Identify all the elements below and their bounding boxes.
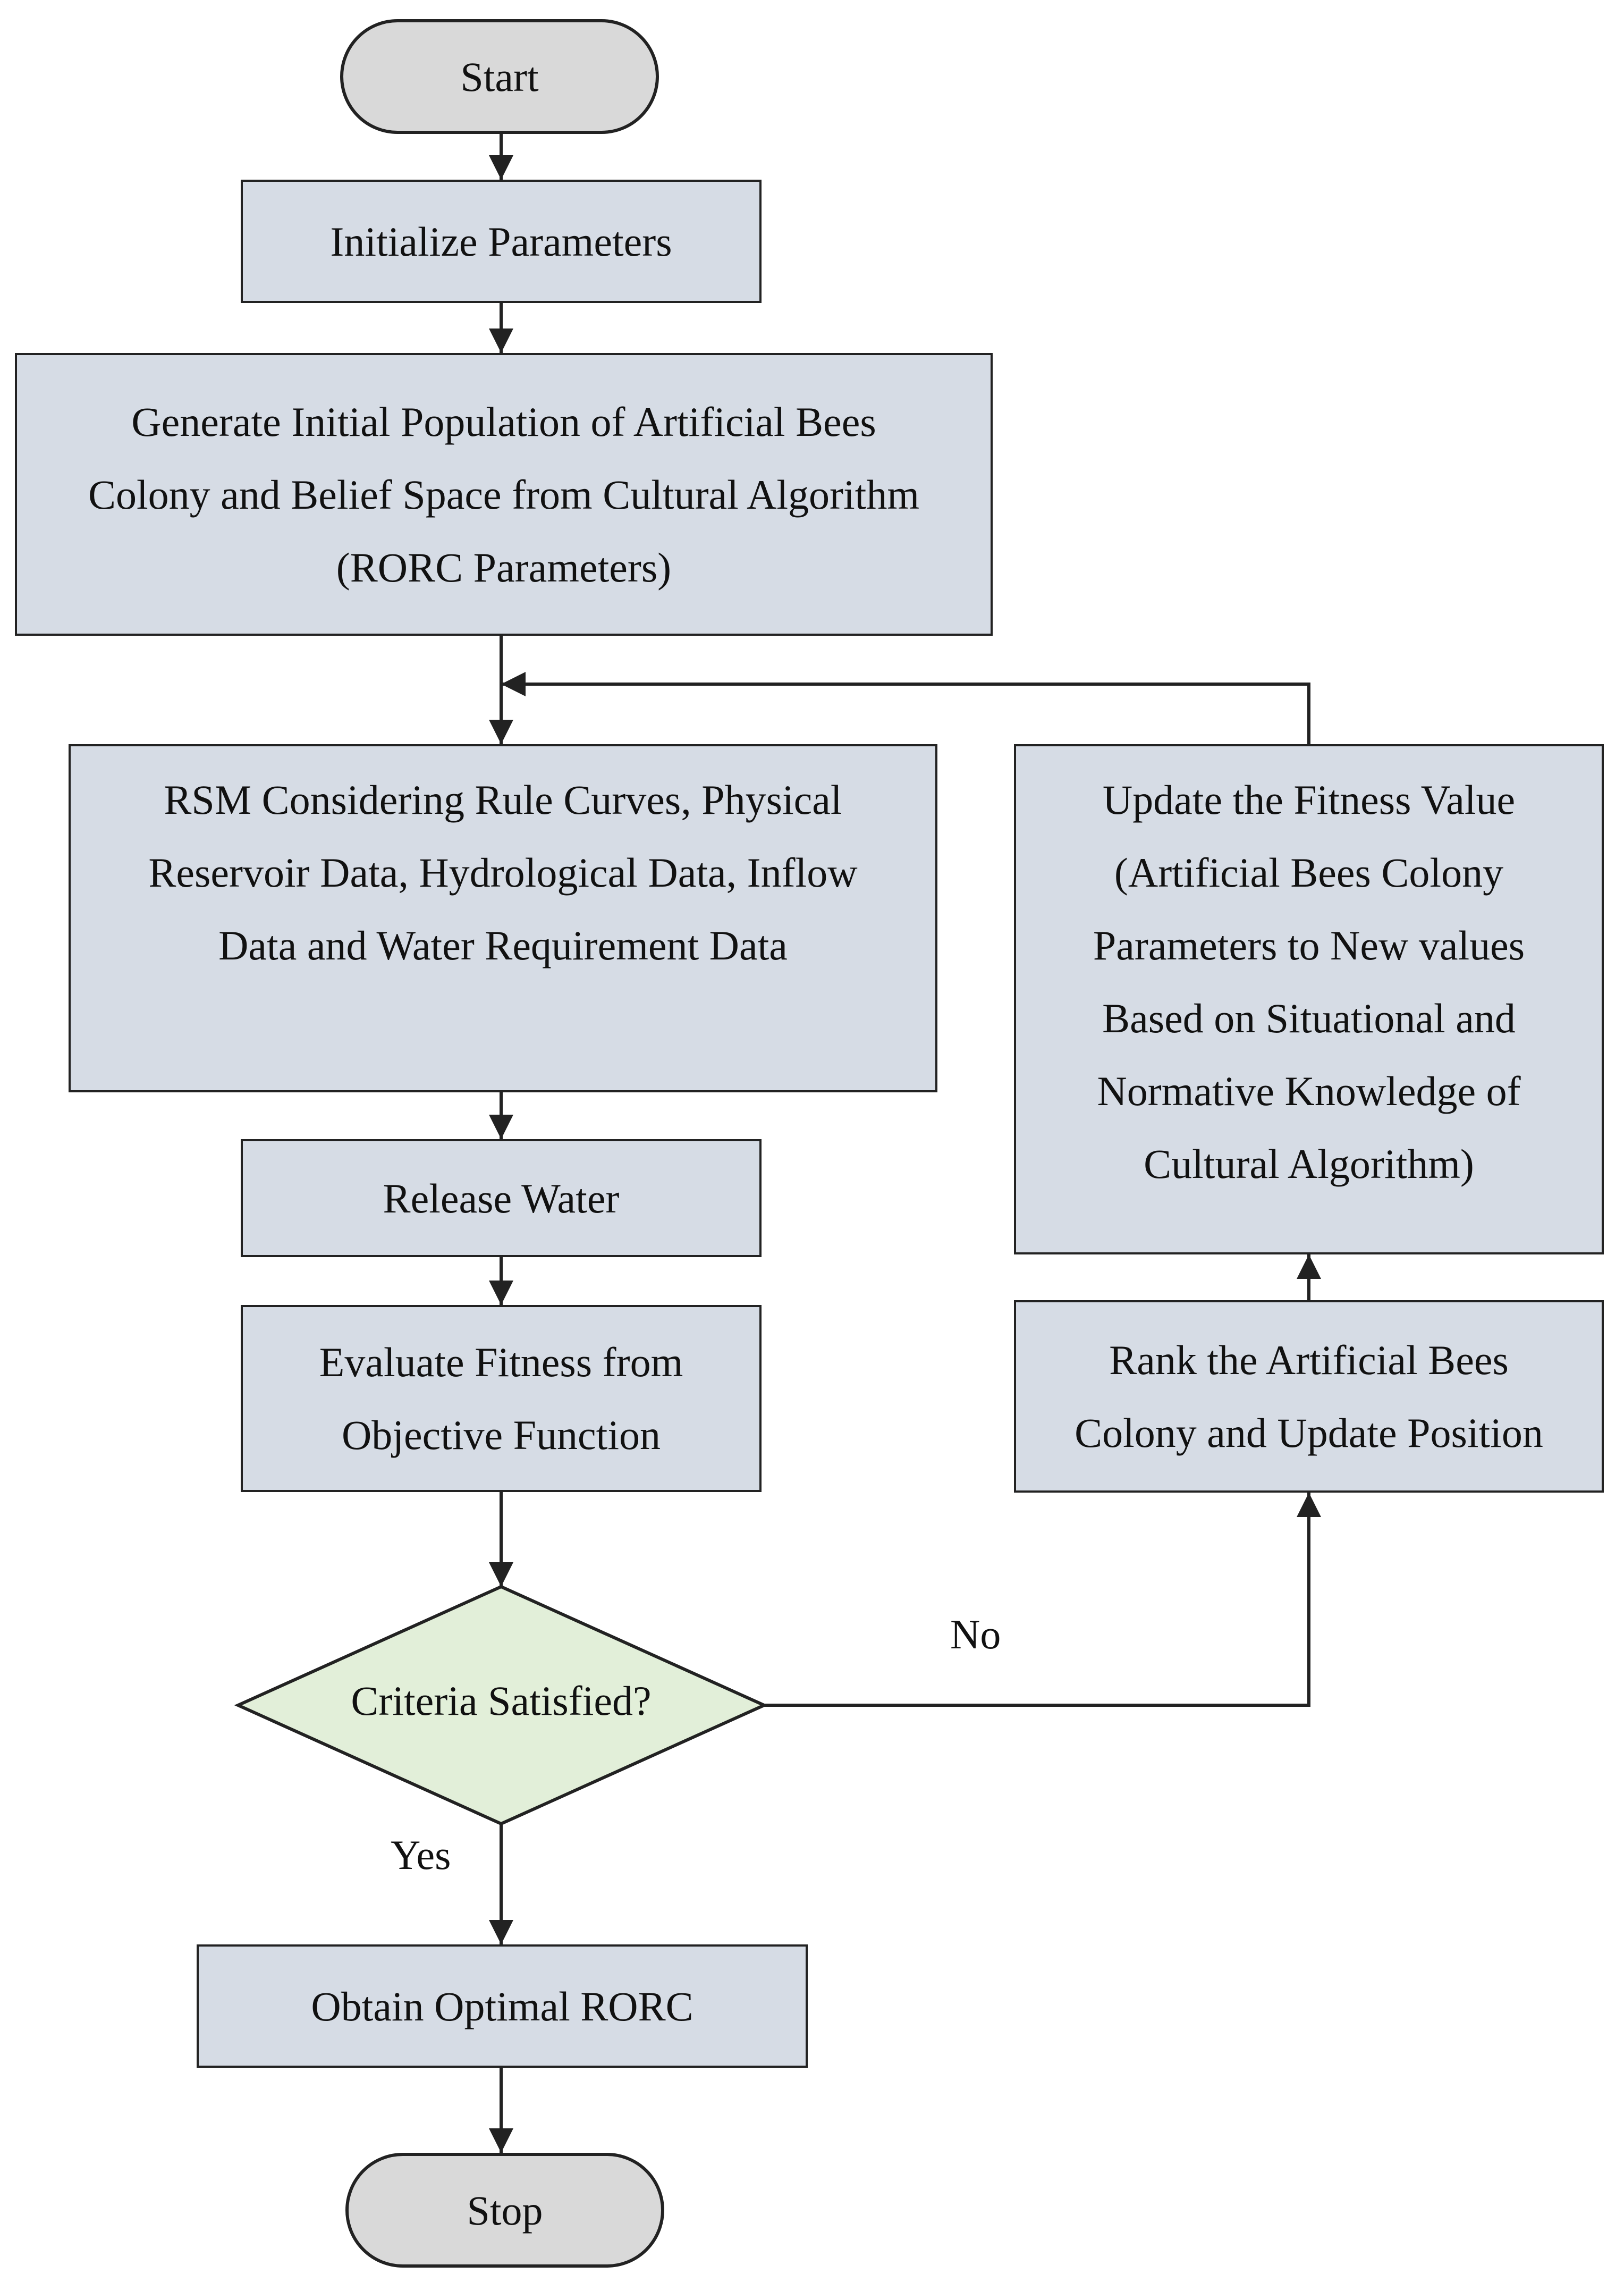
rank-bees-label: Rank the Artificial Bees Colony and Upda… xyxy=(1075,1337,1543,1456)
no-label: No xyxy=(950,1611,1001,1657)
stop-terminal: Stop xyxy=(345,2153,664,2268)
criteria-satisfied-label: Criteria Satisfied? xyxy=(351,1678,652,1724)
start-label: Start xyxy=(460,53,539,100)
update-fitness-box: Update the Fitness Value (Artificial Bee… xyxy=(1014,744,1604,1254)
edge-decision-to-rank xyxy=(764,1493,1321,1707)
initialize-parameters-box: Initialize Parameters xyxy=(241,180,762,303)
release-water-label: Release Water xyxy=(383,1175,620,1222)
obtain-optimal-rorc-box: Obtain Optimal RORC xyxy=(197,1944,808,2068)
yes-label: Yes xyxy=(391,1832,451,1878)
evaluate-fitness-label: Evaluate Fitness from Objective Function xyxy=(319,1339,683,1458)
stop-label: Stop xyxy=(467,2187,543,2234)
start-terminal: Start xyxy=(340,19,659,134)
release-water-box: Release Water xyxy=(241,1139,762,1257)
rank-bees-box: Rank the Artificial Bees Colony and Upda… xyxy=(1014,1300,1604,1493)
edge-update-to-loop xyxy=(501,672,1310,744)
rsm-label: RSM Considering Rule Curves, Physical Re… xyxy=(148,777,858,968)
initialize-parameters-label: Initialize Parameters xyxy=(330,218,672,265)
rsm-box: RSM Considering Rule Curves, Physical Re… xyxy=(69,744,937,1092)
update-fitness-label: Update the Fitness Value (Artificial Bee… xyxy=(1093,777,1525,1187)
evaluate-fitness-box: Evaluate Fitness from Objective Function xyxy=(241,1305,762,1492)
generate-population-box: Generate Initial Population of Artificia… xyxy=(15,353,993,636)
obtain-optimal-rorc-label: Obtain Optimal RORC xyxy=(311,1983,693,2029)
generate-population-label: Generate Initial Population of Artificia… xyxy=(88,398,920,591)
